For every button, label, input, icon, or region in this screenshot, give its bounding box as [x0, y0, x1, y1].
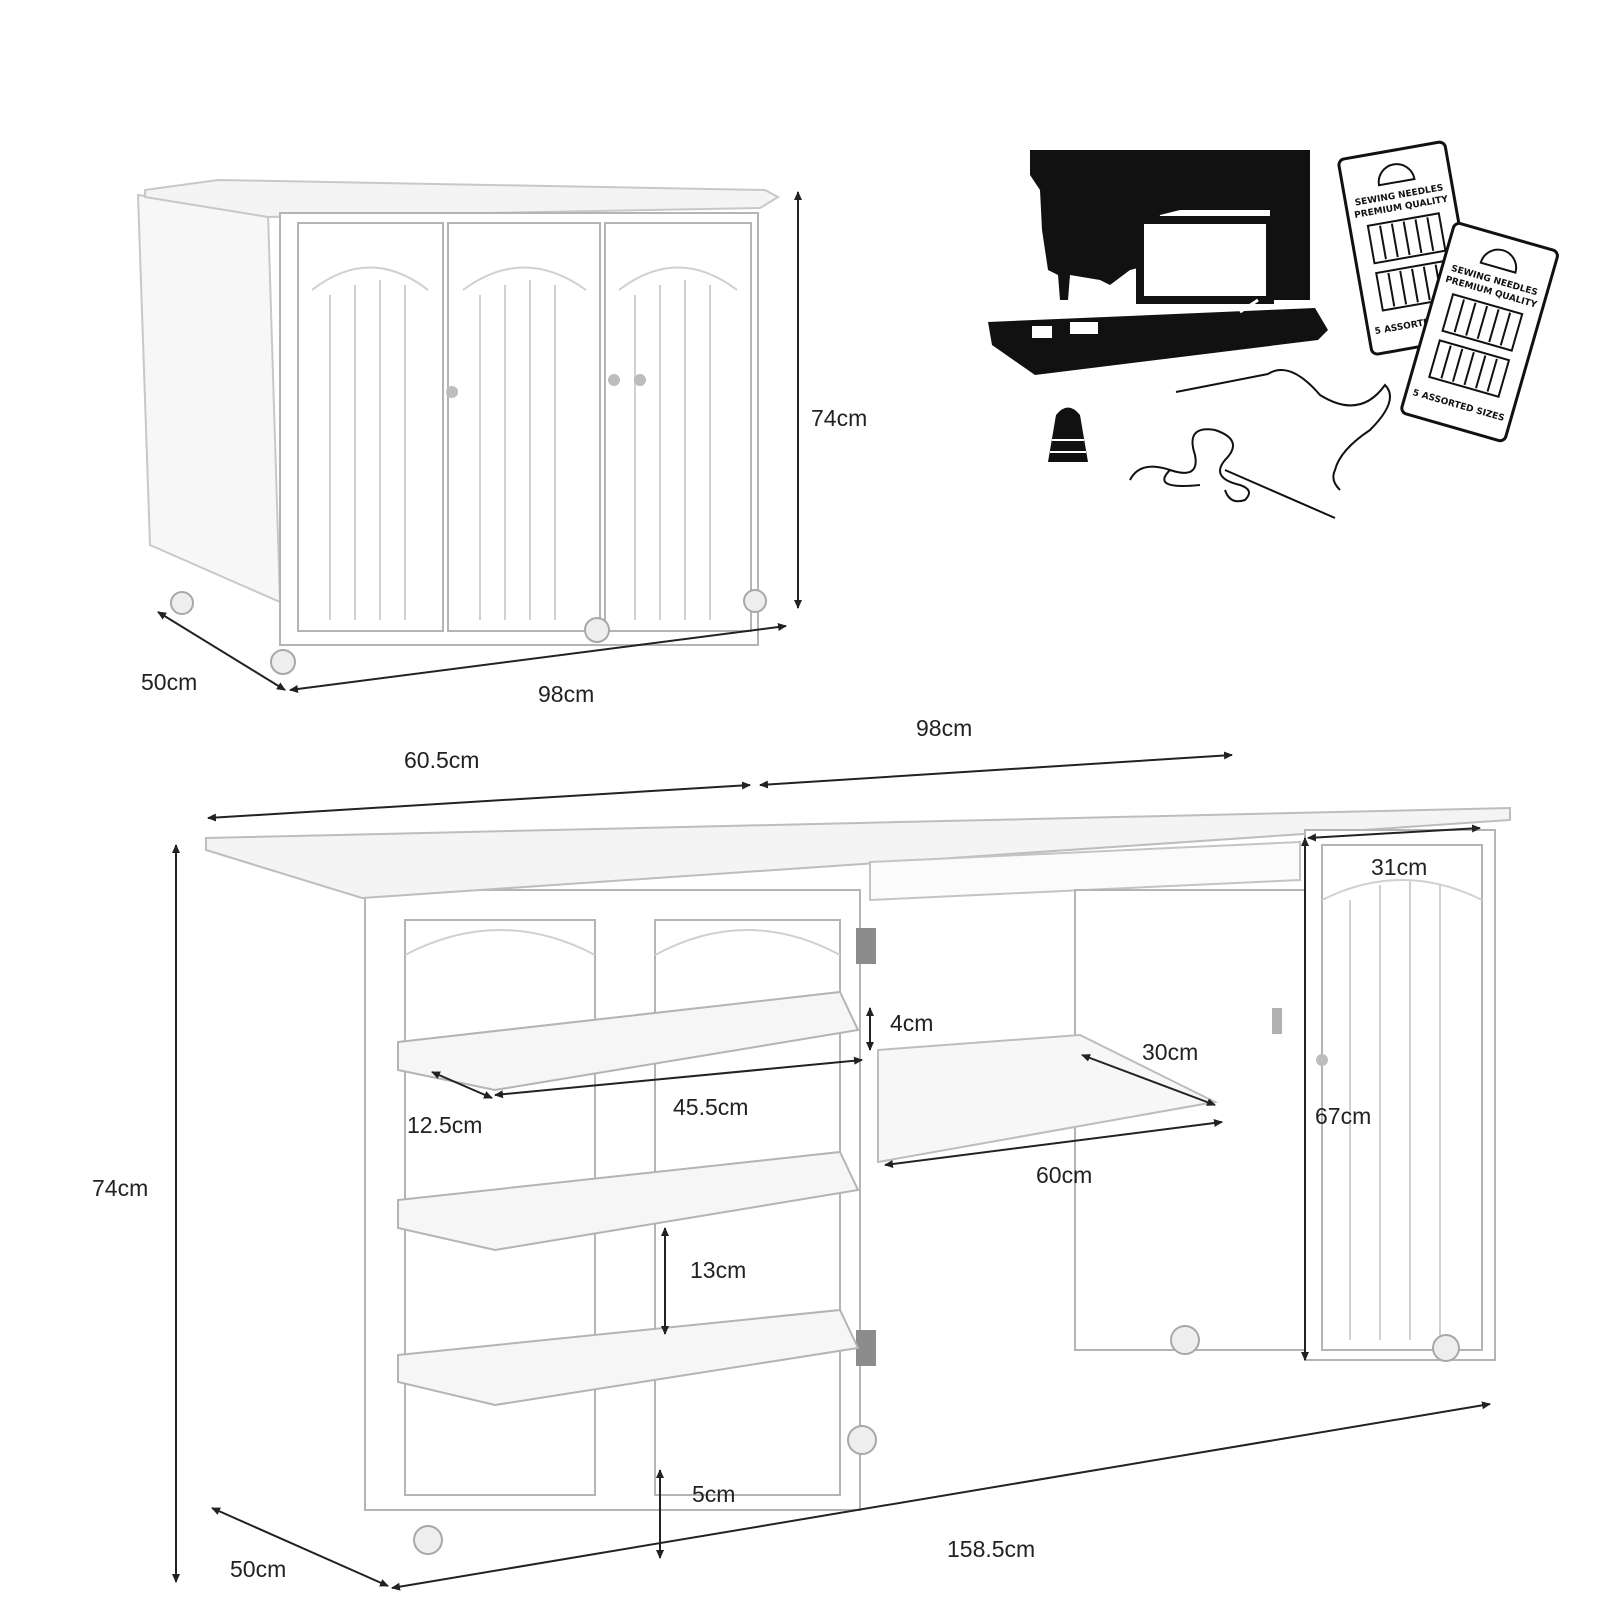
shelf-width-label: 45.5cm — [673, 1094, 748, 1120]
shelf-spacing-label: 13cm — [690, 1257, 746, 1283]
open-depth-label: 50cm — [230, 1556, 286, 1582]
closed-height-label: 74cm — [811, 405, 867, 431]
main-top-label: 98cm — [916, 715, 972, 741]
main-top-dimension-line — [759, 751, 1233, 789]
thread-and-needle-icon — [1129, 369, 1391, 519]
shelf-depth-label: 12.5cm — [407, 1112, 482, 1138]
shelf-width-dimension-line — [494, 1056, 863, 1099]
closed-depth-dimension-line — [157, 611, 286, 691]
sewing-machine-icon — [988, 150, 1328, 375]
needle-pack-back: SEWING NEEDLES PREMIUM QUALITY 5 ASSORTE… — [1400, 221, 1559, 443]
middle-shelf-width-label: 60cm — [1036, 1162, 1092, 1188]
open-depth-dimension-line — [211, 1507, 389, 1587]
cabinet-width-dimension-line — [1307, 824, 1481, 842]
left-leaf-label: 60.5cm — [404, 747, 479, 773]
middle-shelf-width-dimension-line — [884, 1119, 1223, 1168]
cabinet-height-label: 67cm — [1315, 1103, 1371, 1129]
closed-depth-label: 50cm — [141, 669, 197, 695]
cabinet-width-label: 31cm — [1371, 854, 1427, 880]
total-length-label: 158.5cm — [947, 1536, 1035, 1562]
total-height-label: 74cm — [92, 1175, 148, 1201]
shelf-depth-dimension-line — [431, 1071, 493, 1099]
total-length-dimension-line — [391, 1401, 1491, 1591]
closed-width-dimension-line — [289, 623, 787, 693]
left-leaf-dimension-line — [207, 781, 751, 822]
middle-shelf-depth-dimension-line — [1081, 1054, 1216, 1106]
floor-clearance-label: 5cm — [692, 1481, 735, 1507]
middle-shelf-depth-label: 30cm — [1142, 1039, 1198, 1065]
shelf-gap-label: 4cm — [890, 1010, 933, 1036]
open-table-illustration — [205, 806, 1511, 1555]
thimble-icon — [1048, 407, 1088, 462]
closed-cabinet-illustration — [136, 178, 781, 675]
closed-width-label: 98cm — [538, 681, 594, 707]
